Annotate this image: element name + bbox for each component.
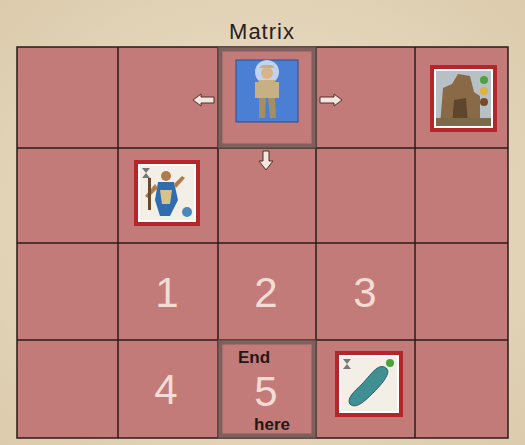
highlight-cell xyxy=(220,49,314,146)
fort-tile xyxy=(432,67,495,130)
warrior-tile xyxy=(136,162,198,224)
cell-number: 1 xyxy=(155,272,178,314)
explorer-tile xyxy=(236,60,298,122)
grid-lines xyxy=(17,47,508,438)
cell-number: 4 xyxy=(154,369,177,411)
cell-number: 3 xyxy=(353,272,376,314)
lake-tile xyxy=(337,353,401,415)
end-label: here xyxy=(254,416,290,433)
grid-ground xyxy=(17,47,508,438)
end-label: End xyxy=(238,349,270,366)
board-title: Matrix xyxy=(229,21,295,43)
move-arrows xyxy=(193,94,342,170)
cell-number: 5 xyxy=(254,371,277,413)
cell-number: 2 xyxy=(254,272,277,314)
highlight-cell xyxy=(220,342,314,436)
